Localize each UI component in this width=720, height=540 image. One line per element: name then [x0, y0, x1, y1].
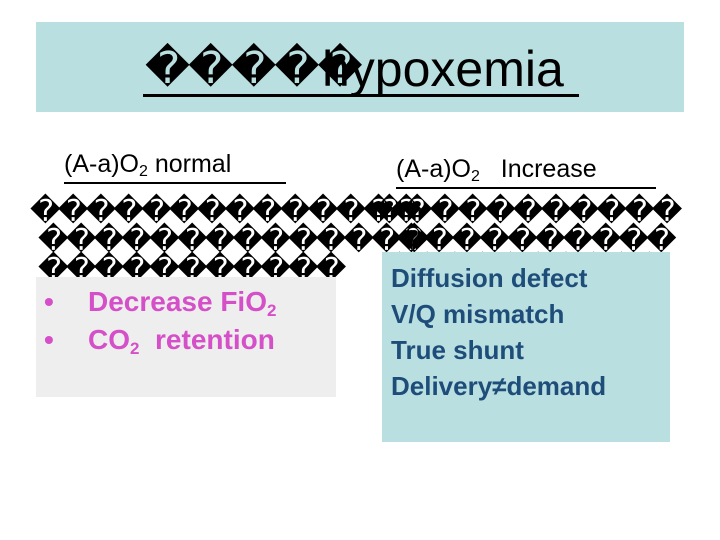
right-heading-underline: [396, 187, 656, 189]
cause-item: V/Q mismatch: [391, 299, 565, 329]
left-heading-subscript: 2: [139, 163, 148, 180]
bullet-item: • Decrease FiO2: [44, 283, 276, 321]
bullet-suffix: retention: [139, 324, 275, 355]
bullet-item: • CO2 retention: [44, 321, 276, 359]
left-heading-suffix: normal: [147, 150, 232, 178]
title-glyphs: �����: [145, 43, 363, 94]
bullet-text: CO: [88, 324, 130, 355]
left-heading-prefix: (A-a)O: [64, 150, 139, 178]
left-column-heading: (A-a)O2 normal: [64, 150, 286, 184]
causes-list: Diffusion defect V/Q mismatch True shunt…: [391, 260, 606, 404]
right-glyph-row: ����������: [396, 223, 677, 258]
bullet-box: [36, 277, 336, 397]
bullet-marker: •: [44, 286, 54, 317]
right-glyph-row: �����������: [374, 194, 682, 229]
slide-title: hypoxemia: [322, 41, 564, 97]
cause-item: True shunt: [391, 335, 524, 365]
left-heading-underline: [64, 182, 286, 184]
cause-item: Diffusion defect: [391, 263, 588, 293]
cause-item: Delivery≠demand: [391, 371, 607, 401]
bullet-list: •Decrease FiO2 •CO2 retention: [44, 283, 276, 359]
left-glyph-row: ��������������: [30, 194, 422, 229]
right-heading-subscript: 2: [471, 168, 480, 185]
title-underline: [143, 94, 579, 97]
left-glyph-row: ��������������: [38, 223, 430, 258]
bullet-text: Decrease FiO: [88, 286, 267, 317]
causes-box: [382, 252, 670, 442]
bullet-subscript: 2: [130, 339, 140, 358]
right-heading-suffix: Increase: [479, 155, 597, 183]
right-column-heading: (A-a)O2 Increase: [396, 155, 656, 189]
title-band: [36, 22, 684, 112]
right-heading-prefix: (A-a)O: [396, 155, 471, 183]
bullet-subscript: 2: [267, 301, 277, 320]
bullet-marker: •: [44, 324, 54, 355]
